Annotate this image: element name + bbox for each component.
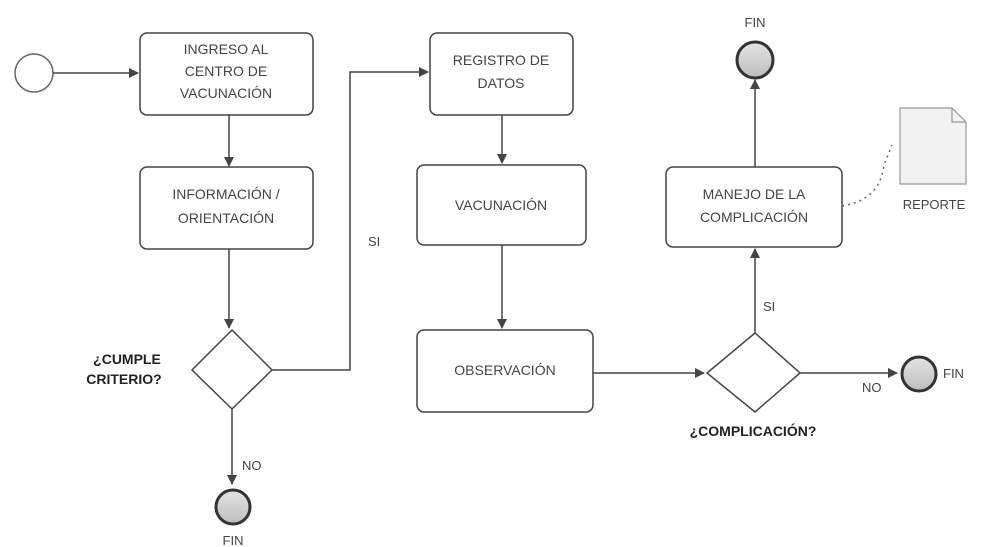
reporte-document-fold <box>951 108 966 123</box>
observacion-line1: OBSERVACIÓN <box>454 362 555 378</box>
informacion-line2: ORIENTACIÓN <box>178 210 274 226</box>
fin-right-label: FIN <box>943 366 964 381</box>
ingreso-line1: INGRESO AL <box>184 41 269 57</box>
label-si-cumple: SI <box>368 234 380 249</box>
start-circle <box>14 53 54 93</box>
cumple-line2: CRITERIO? <box>86 371 161 387</box>
vacunacion-line1: VACUNACIÓN <box>455 197 547 213</box>
ingreso-line2: CENTRO DE <box>185 63 267 79</box>
informacion-line1: INFORMACIÓN / <box>172 186 279 202</box>
end-circle-right <box>900 355 938 393</box>
box-informacion <box>139 166 314 250</box>
box-registro <box>429 32 574 116</box>
registro-line2: DATOS <box>478 75 525 91</box>
label-no-cumple: NO <box>242 458 262 473</box>
box-observacion <box>416 329 594 413</box>
fin-bottom-label: FIN <box>223 533 244 547</box>
fin-top-label: FIN <box>745 15 766 30</box>
label-no-complicacion: NO <box>862 380 882 395</box>
ingreso-line3: VACUNACIÓN <box>180 85 272 101</box>
complicacion-label: ¿COMPLICACIÓN? <box>690 422 817 439</box>
manejo-line1: MANEJO DE LA <box>703 186 806 202</box>
reporte-document-icon <box>899 107 967 185</box>
end-circle-top <box>735 40 775 80</box>
end-circle-bottom <box>214 488 252 526</box>
manejo-line2: COMPLICACIÓN <box>700 209 808 225</box>
arrow-cumple-to-registro <box>272 67 429 371</box>
box-manejo <box>665 166 843 248</box>
decision-cumple-criterio <box>190 328 274 411</box>
label-si-complicacion: SI <box>763 299 775 314</box>
cumple-line1: ¿CUMPLE <box>93 351 161 367</box>
reporte-label: REPORTE <box>903 197 966 212</box>
decision-complicacion <box>705 332 802 413</box>
box-ingreso <box>139 32 314 116</box>
registro-line1: REGISTRO DE <box>453 52 549 68</box>
dotted-link-manejo-reporte <box>841 144 893 207</box>
